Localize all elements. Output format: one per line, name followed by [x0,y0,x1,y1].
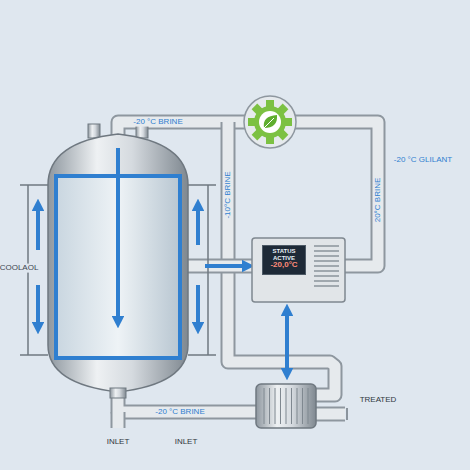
reactor-vessel [48,134,188,392]
flow-arrow [116,148,120,322]
vessel-nozzle [88,124,100,138]
jacket-frame [188,354,216,356]
jacket-frame [20,184,48,186]
treated-pipe [316,414,345,415]
temperature-readout: -20,0°C [264,261,304,270]
treated-leader [346,408,348,420]
chiller-unit [252,238,345,302]
chiller-grill [314,246,339,286]
part-label: TREATED [358,396,399,405]
status-display: STATUS ACTIVE-20,0°C [262,245,306,275]
flow-arrow [196,285,200,328]
jacket-frame [20,354,48,356]
eco-gear-icon [244,96,296,148]
pipe-label: -20 °C GLILANT [392,156,454,165]
part-label: INLET [173,438,200,447]
flow-arrow [36,205,40,250]
bottom-nozzle [110,388,126,398]
flow-arrow [205,264,248,268]
inlet-stub [118,412,119,428]
pipe-label: -20 °C BRINE [153,408,206,417]
jacket-frame [207,185,209,355]
part-label: COOLAOL [0,264,40,273]
part-label: INLET [105,438,132,447]
double-flow-arrow [285,310,289,374]
exchanger-ribs [264,388,308,424]
flow-arrow [36,285,40,328]
pipe-label: 20°C BRINE [374,176,383,225]
status-text: STATUS ACTIVE [264,248,304,261]
vessel-outlet-pipe [188,266,252,267]
heat-exchanger [256,384,316,428]
jacket-frame [188,184,216,186]
pipe-label: -20 °C BRINE [131,118,184,127]
flow-arrow [196,205,200,245]
pipe-label: -10°C BRINE [224,169,233,220]
